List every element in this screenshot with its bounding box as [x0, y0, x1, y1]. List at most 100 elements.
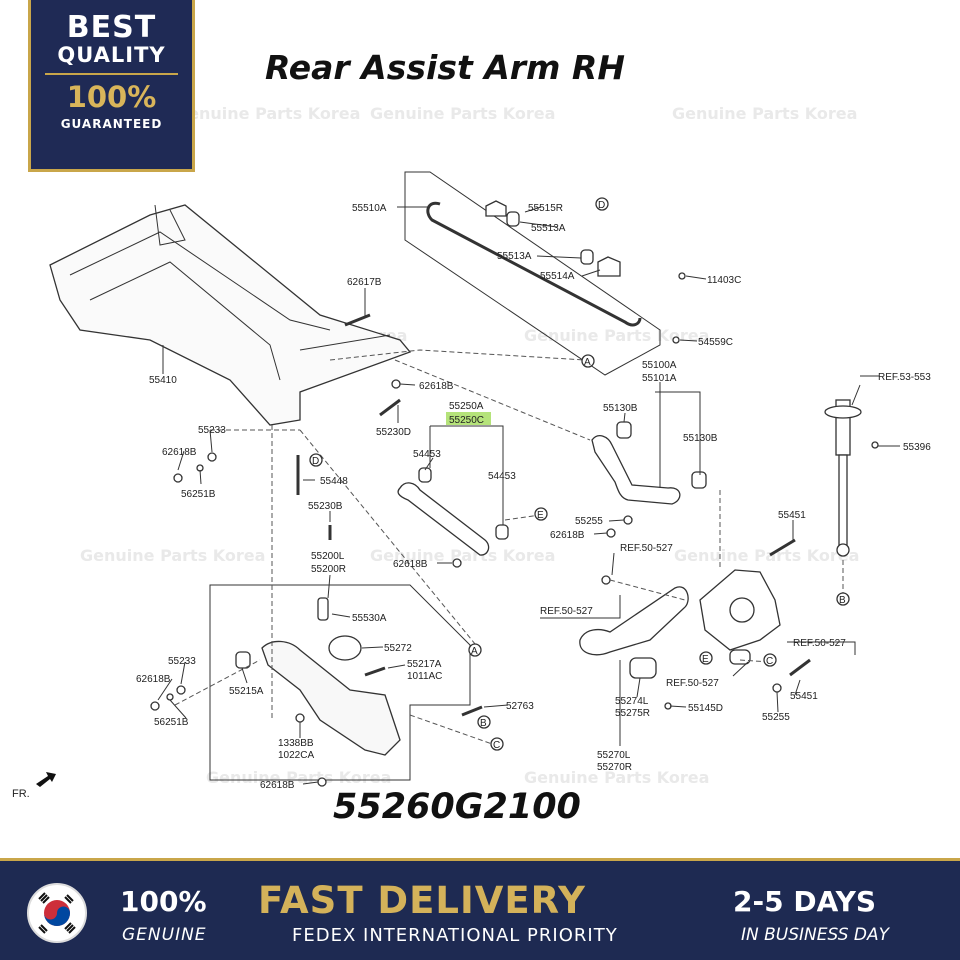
part-label: 55275R	[615, 708, 650, 719]
bracket-55514A	[597, 256, 621, 277]
watermark: Genuine Parts Korea	[370, 104, 555, 123]
badge-quality: QUALITY	[57, 43, 166, 67]
part-label: 62618B	[550, 530, 585, 541]
part-label: 55200L	[311, 551, 345, 562]
days-subtitle: IN BUSINESS DAY	[741, 925, 889, 945]
part-label: 1338BB	[278, 738, 314, 749]
part-label: 55255	[762, 712, 790, 723]
part-label: 62618B	[393, 559, 428, 570]
part-label: 55451	[778, 510, 806, 521]
part-label: 1022CA	[278, 750, 314, 761]
shock-absorber	[824, 399, 862, 557]
part-label: 56251B	[154, 717, 189, 728]
part-label: 55250A	[449, 401, 484, 412]
part-label: 52763	[506, 701, 534, 712]
crossmember	[49, 204, 412, 426]
watermark: Genuine Parts Korea	[175, 104, 360, 123]
part-label: 55230D	[376, 427, 411, 438]
part-label-highlighted: 55250C	[449, 415, 484, 426]
dashed-leaders	[174, 349, 844, 746]
part-label: 55217A	[407, 659, 442, 670]
part-label: 55215A	[229, 686, 264, 697]
callout-e: E	[702, 654, 709, 665]
callout-d: D	[598, 200, 605, 211]
bracket-55515R	[485, 200, 507, 217]
part-label: 55233	[168, 656, 196, 667]
badge-guaranteed: GUARANTEED	[60, 117, 163, 131]
part-label: 55270R	[597, 762, 632, 773]
part-labels: 55510A 55515R 55513A 55513A 55514A 11403…	[136, 203, 931, 791]
bushing-55513A	[580, 249, 594, 265]
part-label: 55513A	[531, 223, 566, 234]
bushing-55513A	[506, 211, 520, 227]
part-label: 55101A	[642, 373, 677, 384]
trailing-arm	[579, 586, 751, 679]
part-label: 54559C	[698, 337, 733, 348]
part-number: 55260G2100	[333, 787, 581, 827]
part-label: 11403C	[707, 275, 741, 286]
watermark: Genuine Parts Korea	[80, 546, 265, 565]
callout-e: E	[537, 510, 544, 521]
genuine-label: GENUINE	[122, 925, 207, 945]
rear-assist-arm	[397, 467, 509, 556]
part-label: 55274L	[615, 696, 649, 707]
part-label: 55530A	[352, 613, 387, 624]
part-label: REF.50-527	[666, 678, 719, 689]
delivery-subtitle: FEDEX INTERNATIONAL PRIORITY	[292, 925, 618, 946]
footer-banner: 100% GENUINE FAST DELIVERY FEDEX INTERNA…	[0, 858, 960, 960]
watermark: Genuine Parts Korea	[524, 768, 709, 787]
direction-label: FR.	[12, 788, 30, 800]
part-label: 62618B	[136, 674, 171, 685]
callout-c: C	[493, 740, 500, 751]
knuckle	[699, 569, 781, 651]
upper-arm	[591, 421, 707, 505]
part-label: 55255	[575, 516, 603, 527]
watermark: Genuine Parts Korea	[206, 768, 391, 787]
callout-c: C	[766, 656, 773, 667]
callout-b: B	[480, 718, 487, 729]
part-label: 56251B	[181, 489, 216, 500]
part-highlight	[446, 412, 491, 425]
part-label: 55130B	[603, 403, 638, 414]
part-label: 62618B	[162, 447, 197, 458]
badge-divider	[45, 73, 178, 75]
watermark: Genuine Parts Korea	[672, 104, 857, 123]
stabilizer-bar-group	[404, 171, 686, 376]
product-title: Rear Assist Arm RH	[265, 48, 625, 87]
part-label: 55145D	[688, 703, 723, 714]
part-label: 55451	[790, 691, 818, 702]
delivery-title: FAST DELIVERY	[258, 879, 586, 922]
part-label: 55100A	[642, 360, 677, 371]
part-label: REF.50-527	[793, 638, 846, 649]
part-label: 55272	[384, 643, 412, 654]
callout-a: A	[471, 646, 478, 657]
korea-flag-icon	[27, 883, 87, 943]
genuine-percent: 100%	[120, 885, 207, 918]
part-label: 55396	[903, 442, 931, 453]
part-label: 55513A	[497, 251, 532, 262]
badge-best: BEST	[66, 10, 157, 45]
part-label: 55130B	[683, 433, 718, 444]
quality-badge: BEST QUALITY 100% GUARANTEED	[28, 0, 195, 172]
part-label: 55448	[320, 476, 348, 487]
watermark: Genuine Parts Korea	[674, 546, 859, 565]
callouts: D A D E B A E C B C	[309, 197, 850, 751]
stabilizer-box	[404, 171, 661, 376]
watermark: Genuine Parts Korea	[370, 546, 555, 565]
part-label: REF.50-527	[540, 606, 593, 617]
part-label: 62618B	[260, 780, 295, 791]
callout-a: A	[584, 357, 591, 368]
part-label: 55410	[149, 375, 177, 386]
callout-d: D	[312, 456, 319, 467]
part-label: 55230B	[308, 501, 343, 512]
lower-arm-group	[209, 584, 471, 781]
part-label: 62618B	[419, 381, 454, 392]
badge-percent: 100%	[66, 80, 157, 114]
part-label: 54453	[488, 471, 516, 482]
part-label: 55270L	[597, 750, 631, 761]
front-arrow-icon	[36, 772, 56, 787]
part-label: 54453	[413, 449, 441, 460]
fasteners	[150, 313, 879, 787]
